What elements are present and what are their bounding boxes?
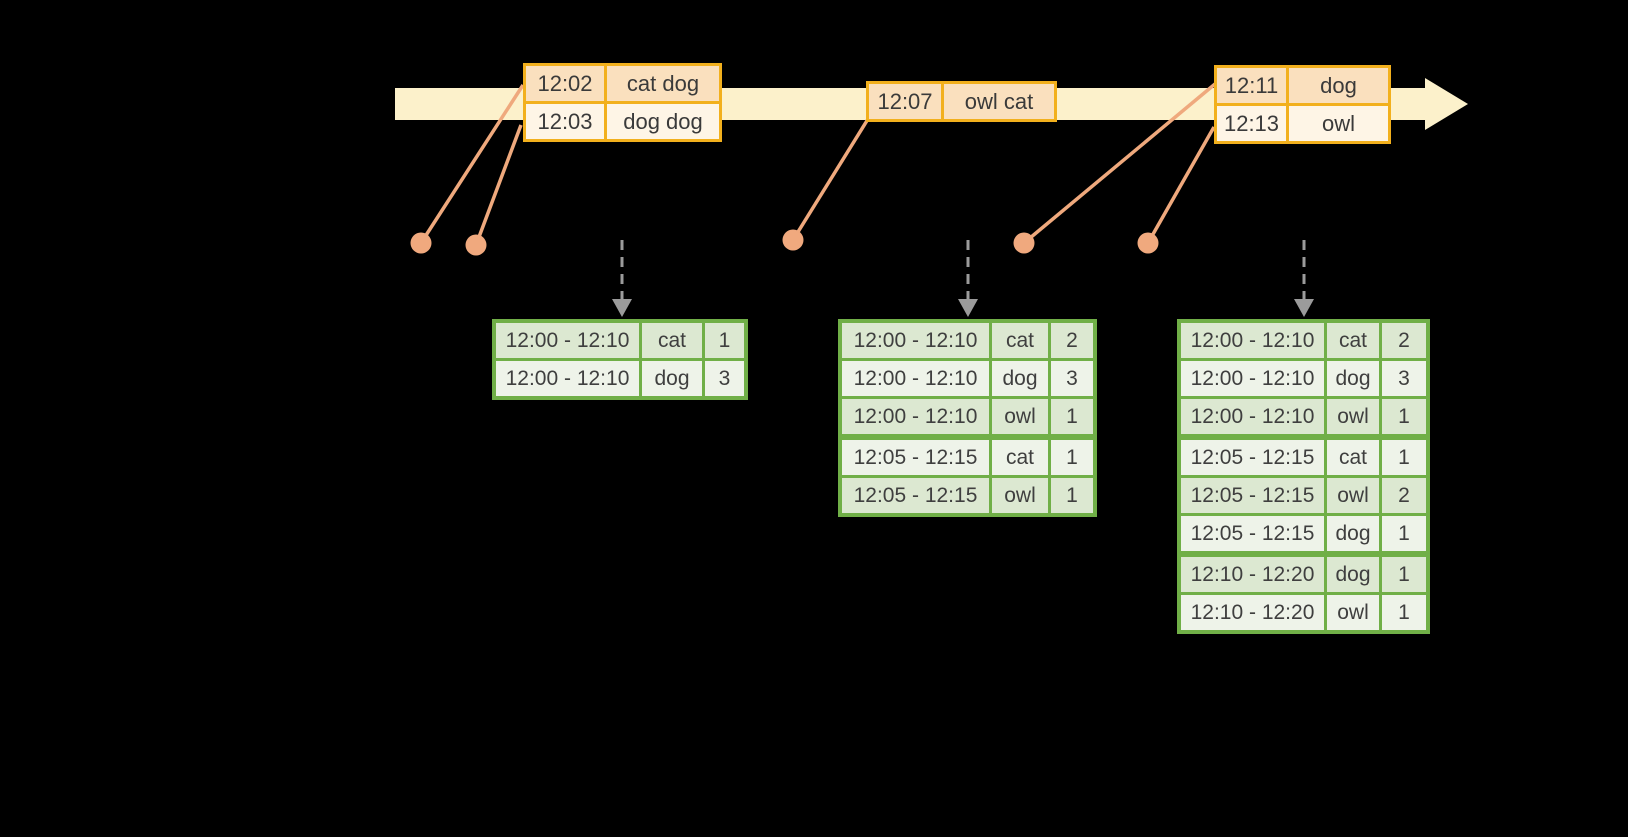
cell-count: 3 — [705, 361, 744, 396]
connector-line — [1022, 82, 1217, 245]
cell-window: 12:05 - 12:15 — [1181, 478, 1324, 513]
cell-word: cat — [992, 323, 1048, 358]
cell-word: owl — [1327, 399, 1379, 434]
cell-word: cat — [642, 323, 702, 358]
cell-time: 12:11 — [1217, 68, 1286, 103]
cell-count: 1 — [705, 323, 744, 358]
cell-window: 12:00 - 12:10 — [1181, 323, 1324, 358]
cell-count: 1 — [1382, 595, 1426, 630]
cell-count: 2 — [1051, 323, 1093, 358]
cell-count: 1 — [1051, 478, 1093, 513]
cell-word: dog — [1327, 557, 1379, 592]
timeline-arrowhead-icon — [1425, 78, 1468, 130]
connector-line — [1146, 126, 1216, 244]
cell-count: 2 — [1382, 478, 1426, 513]
event-dot-icon — [1137, 232, 1159, 254]
cell-window: 12:05 - 12:15 — [842, 478, 989, 513]
cell-word: dog — [1327, 516, 1379, 551]
event-dot-icon — [465, 234, 487, 256]
cell-window: 12:05 - 12:15 — [1181, 516, 1324, 551]
cell-count: 1 — [1382, 516, 1426, 551]
cell-count: 3 — [1382, 361, 1426, 396]
cell-word: owl — [992, 399, 1048, 434]
cell-word: dog — [642, 361, 702, 396]
cell-window: 12:10 - 12:20 — [1181, 595, 1324, 630]
cell-count: 1 — [1382, 440, 1426, 475]
cell-window: 12:00 - 12:10 — [842, 323, 989, 358]
event-dot-icon — [410, 232, 432, 254]
cell-word: cat — [992, 440, 1048, 475]
cell-words: dog dog — [607, 104, 719, 139]
cell-word: owl — [992, 478, 1048, 513]
event-dot-icon — [782, 229, 804, 251]
connector-line — [419, 84, 525, 244]
cell-words: owl — [1289, 106, 1388, 141]
cell-window: 12:00 - 12:10 — [496, 323, 639, 358]
cell-word: owl — [1327, 478, 1379, 513]
cell-word: dog — [992, 361, 1048, 396]
event-dot-icon — [1013, 232, 1035, 254]
cell-window: 12:00 - 12:10 — [842, 361, 989, 396]
cell-window: 12:00 - 12:10 — [1181, 399, 1324, 434]
cell-window: 12:05 - 12:15 — [842, 440, 989, 475]
cell-count: 2 — [1382, 323, 1426, 358]
cell-window: 12:00 - 12:10 — [842, 399, 989, 434]
cell-time: 12:13 — [1217, 106, 1286, 141]
trigger-arrowhead-icon — [612, 299, 632, 317]
cell-words: dog — [1289, 68, 1388, 103]
cell-window: 12:00 - 12:10 — [1181, 361, 1324, 396]
cell-word: cat — [1327, 323, 1379, 358]
cell-count: 1 — [1051, 440, 1093, 475]
cell-window: 12:00 - 12:10 — [496, 361, 639, 396]
trigger-arrowhead-icon — [958, 299, 978, 317]
cell-count: 1 — [1382, 557, 1426, 592]
cell-word: dog — [1327, 361, 1379, 396]
cell-window: 12:05 - 12:15 — [1181, 440, 1324, 475]
cell-words: owl cat — [944, 84, 1054, 119]
connector-line — [474, 124, 523, 246]
connector-line — [791, 118, 870, 241]
cell-window: 12:10 - 12:20 — [1181, 557, 1324, 592]
cell-time: 12:03 — [526, 104, 604, 139]
trigger-arrowhead-icon — [1294, 299, 1314, 317]
cell-word: owl — [1327, 595, 1379, 630]
cell-count: 1 — [1051, 399, 1093, 434]
cell-word: cat — [1327, 440, 1379, 475]
cell-words: cat dog — [607, 66, 719, 101]
cell-time: 12:07 — [869, 84, 941, 119]
cell-count: 1 — [1382, 399, 1426, 434]
cell-time: 12:02 — [526, 66, 604, 101]
cell-count: 3 — [1051, 361, 1093, 396]
